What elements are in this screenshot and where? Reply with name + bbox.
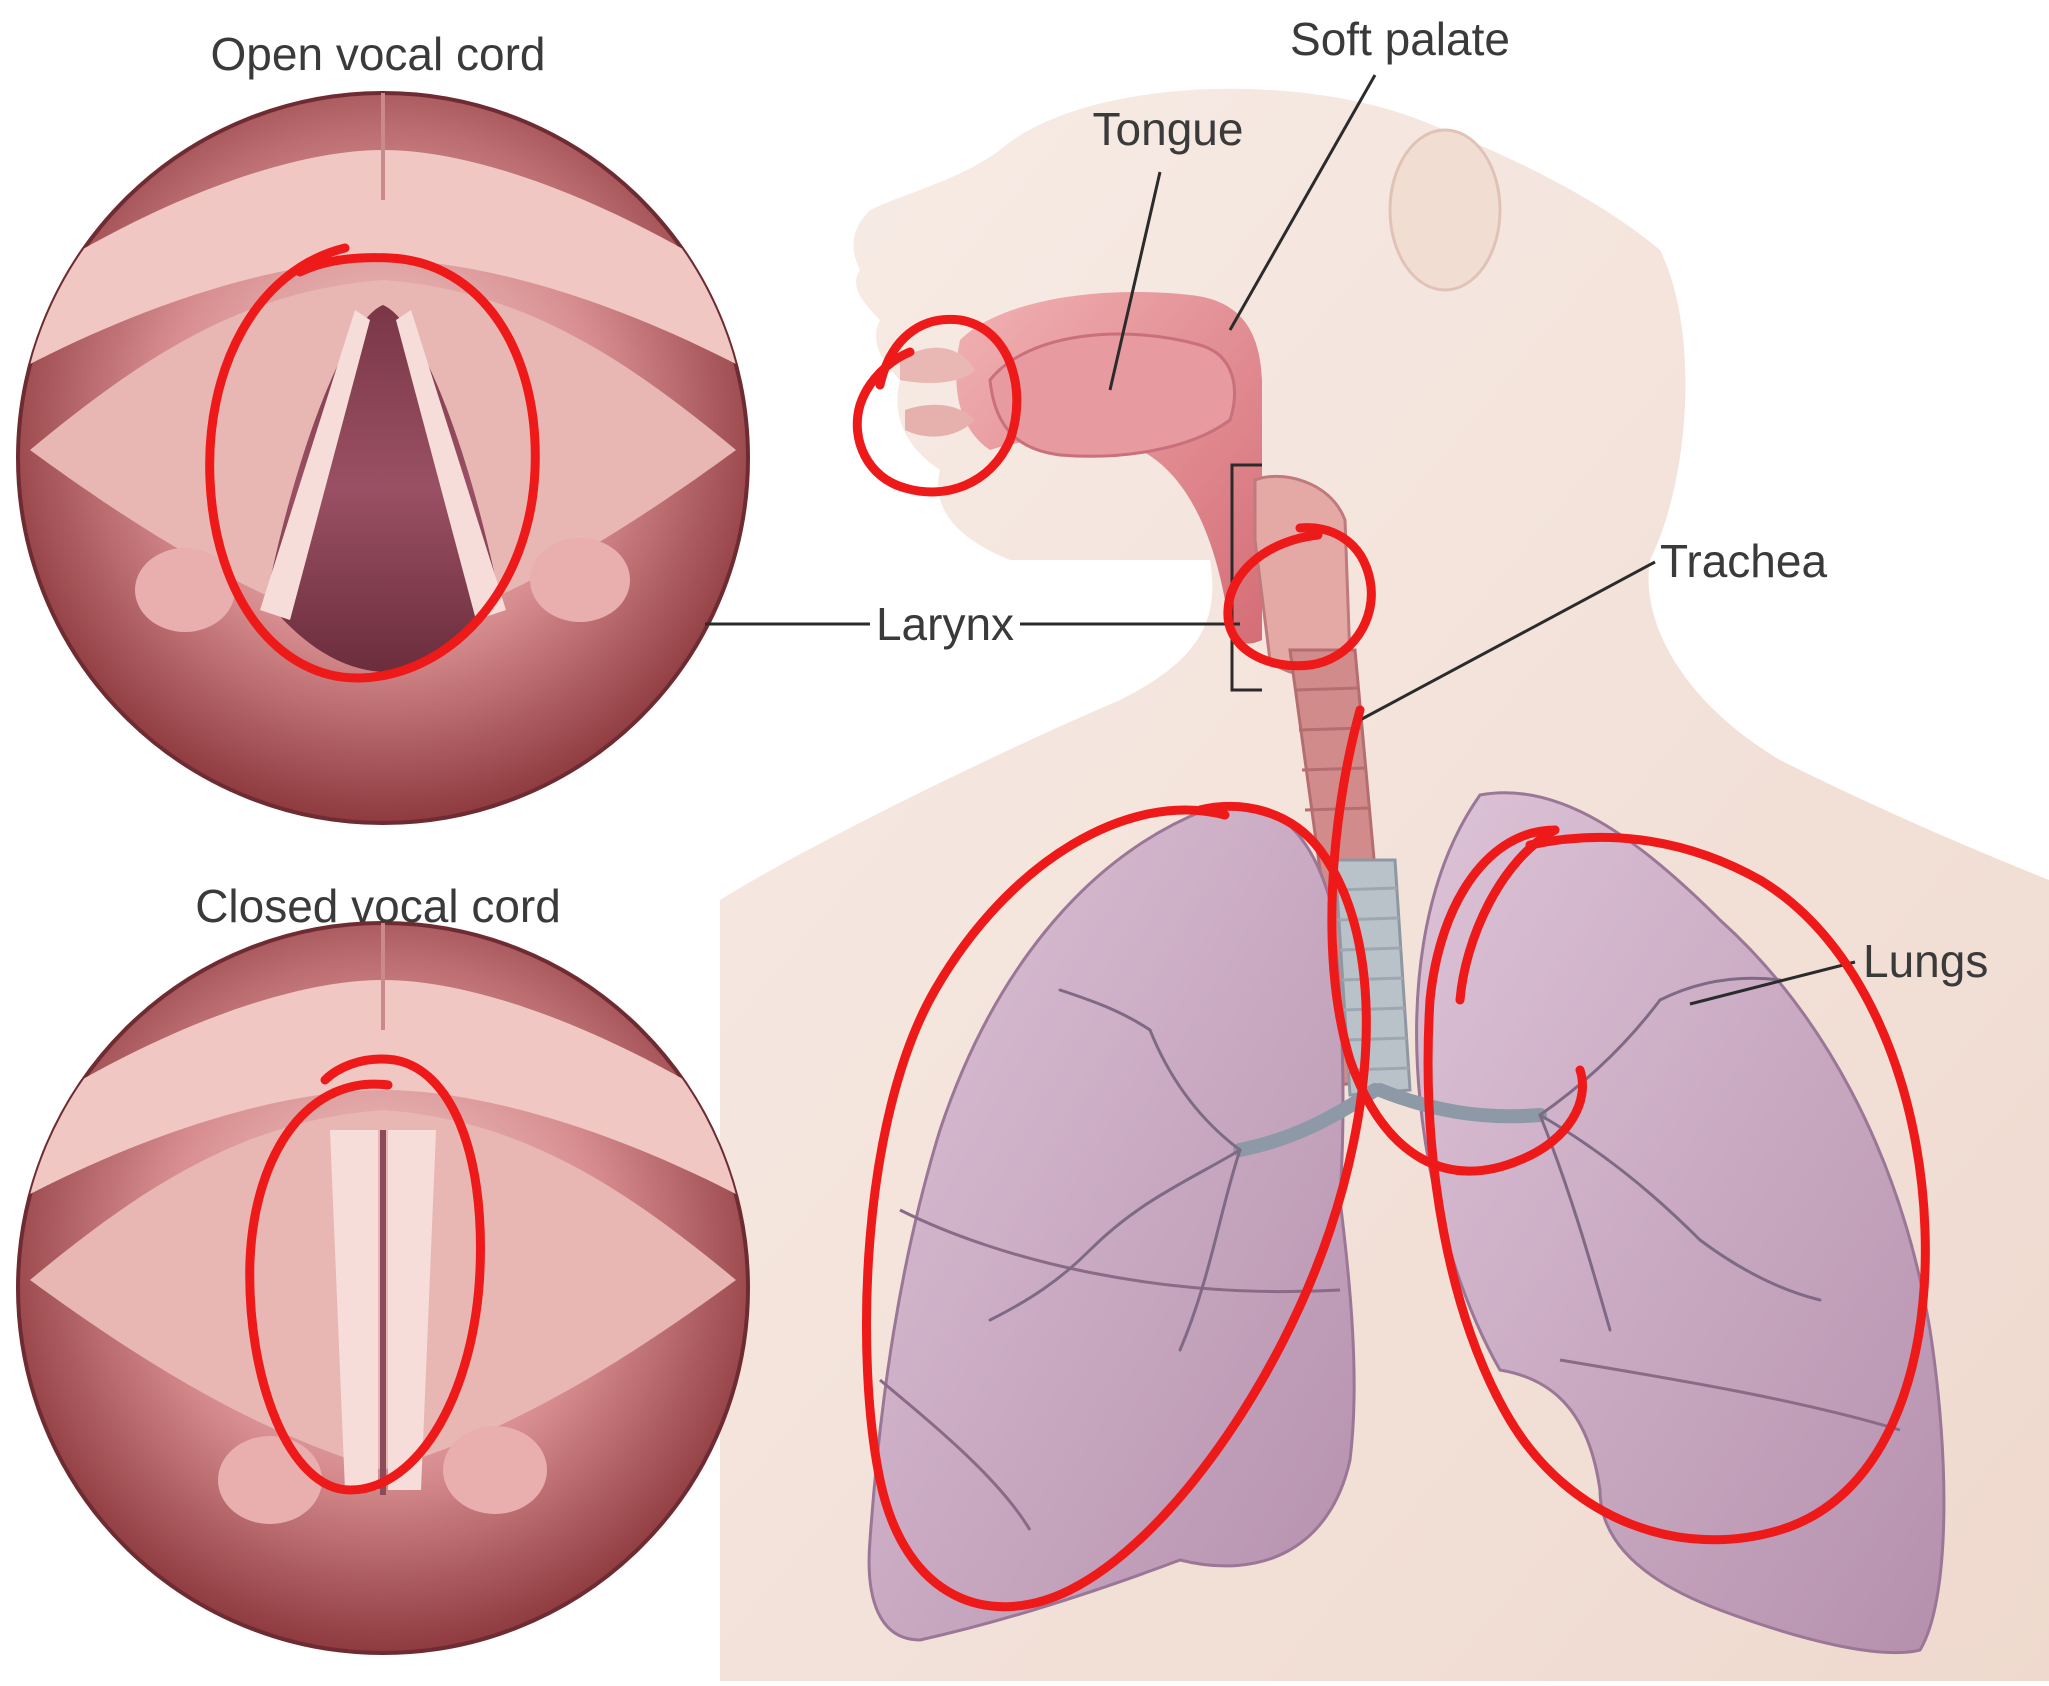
larynx-label: Larynx	[876, 598, 1014, 650]
tongue	[990, 334, 1235, 456]
tongue-label: Tongue	[1093, 103, 1244, 155]
larynx-structure	[1255, 476, 1350, 675]
ear	[1390, 130, 1500, 290]
closed-vocal-cord-disc	[0, 920, 766, 1653]
closed-vocal-cord-title: Closed vocal cord	[195, 880, 561, 932]
soft-palate-label: Soft palate	[1290, 13, 1510, 65]
lungs-label: Lungs	[1863, 935, 1988, 987]
trachea-label: Trachea	[1660, 535, 1827, 587]
open-vocal-cord-disc	[0, 90, 766, 823]
open-vocal-cord-title: Open vocal cord	[211, 28, 546, 80]
